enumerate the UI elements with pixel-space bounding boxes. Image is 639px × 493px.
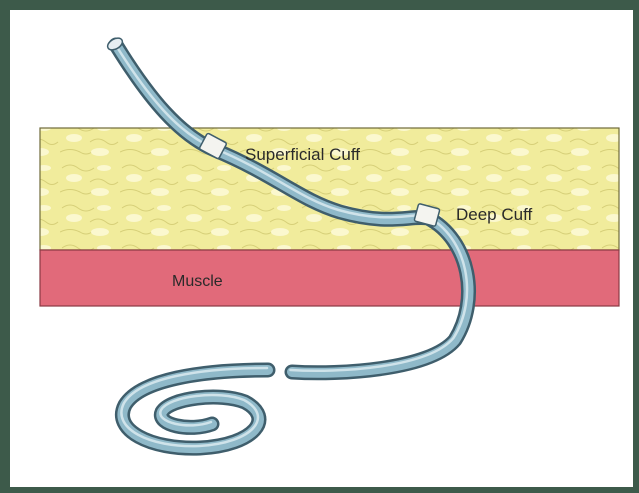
deep-cuff-label: Deep Cuff — [456, 205, 533, 224]
muscle-label: Muscle — [172, 273, 223, 290]
muscle-layer — [40, 250, 619, 306]
catheter-coil — [121, 368, 268, 448]
superficial-cuff-label: Superficial Cuff — [245, 145, 360, 164]
